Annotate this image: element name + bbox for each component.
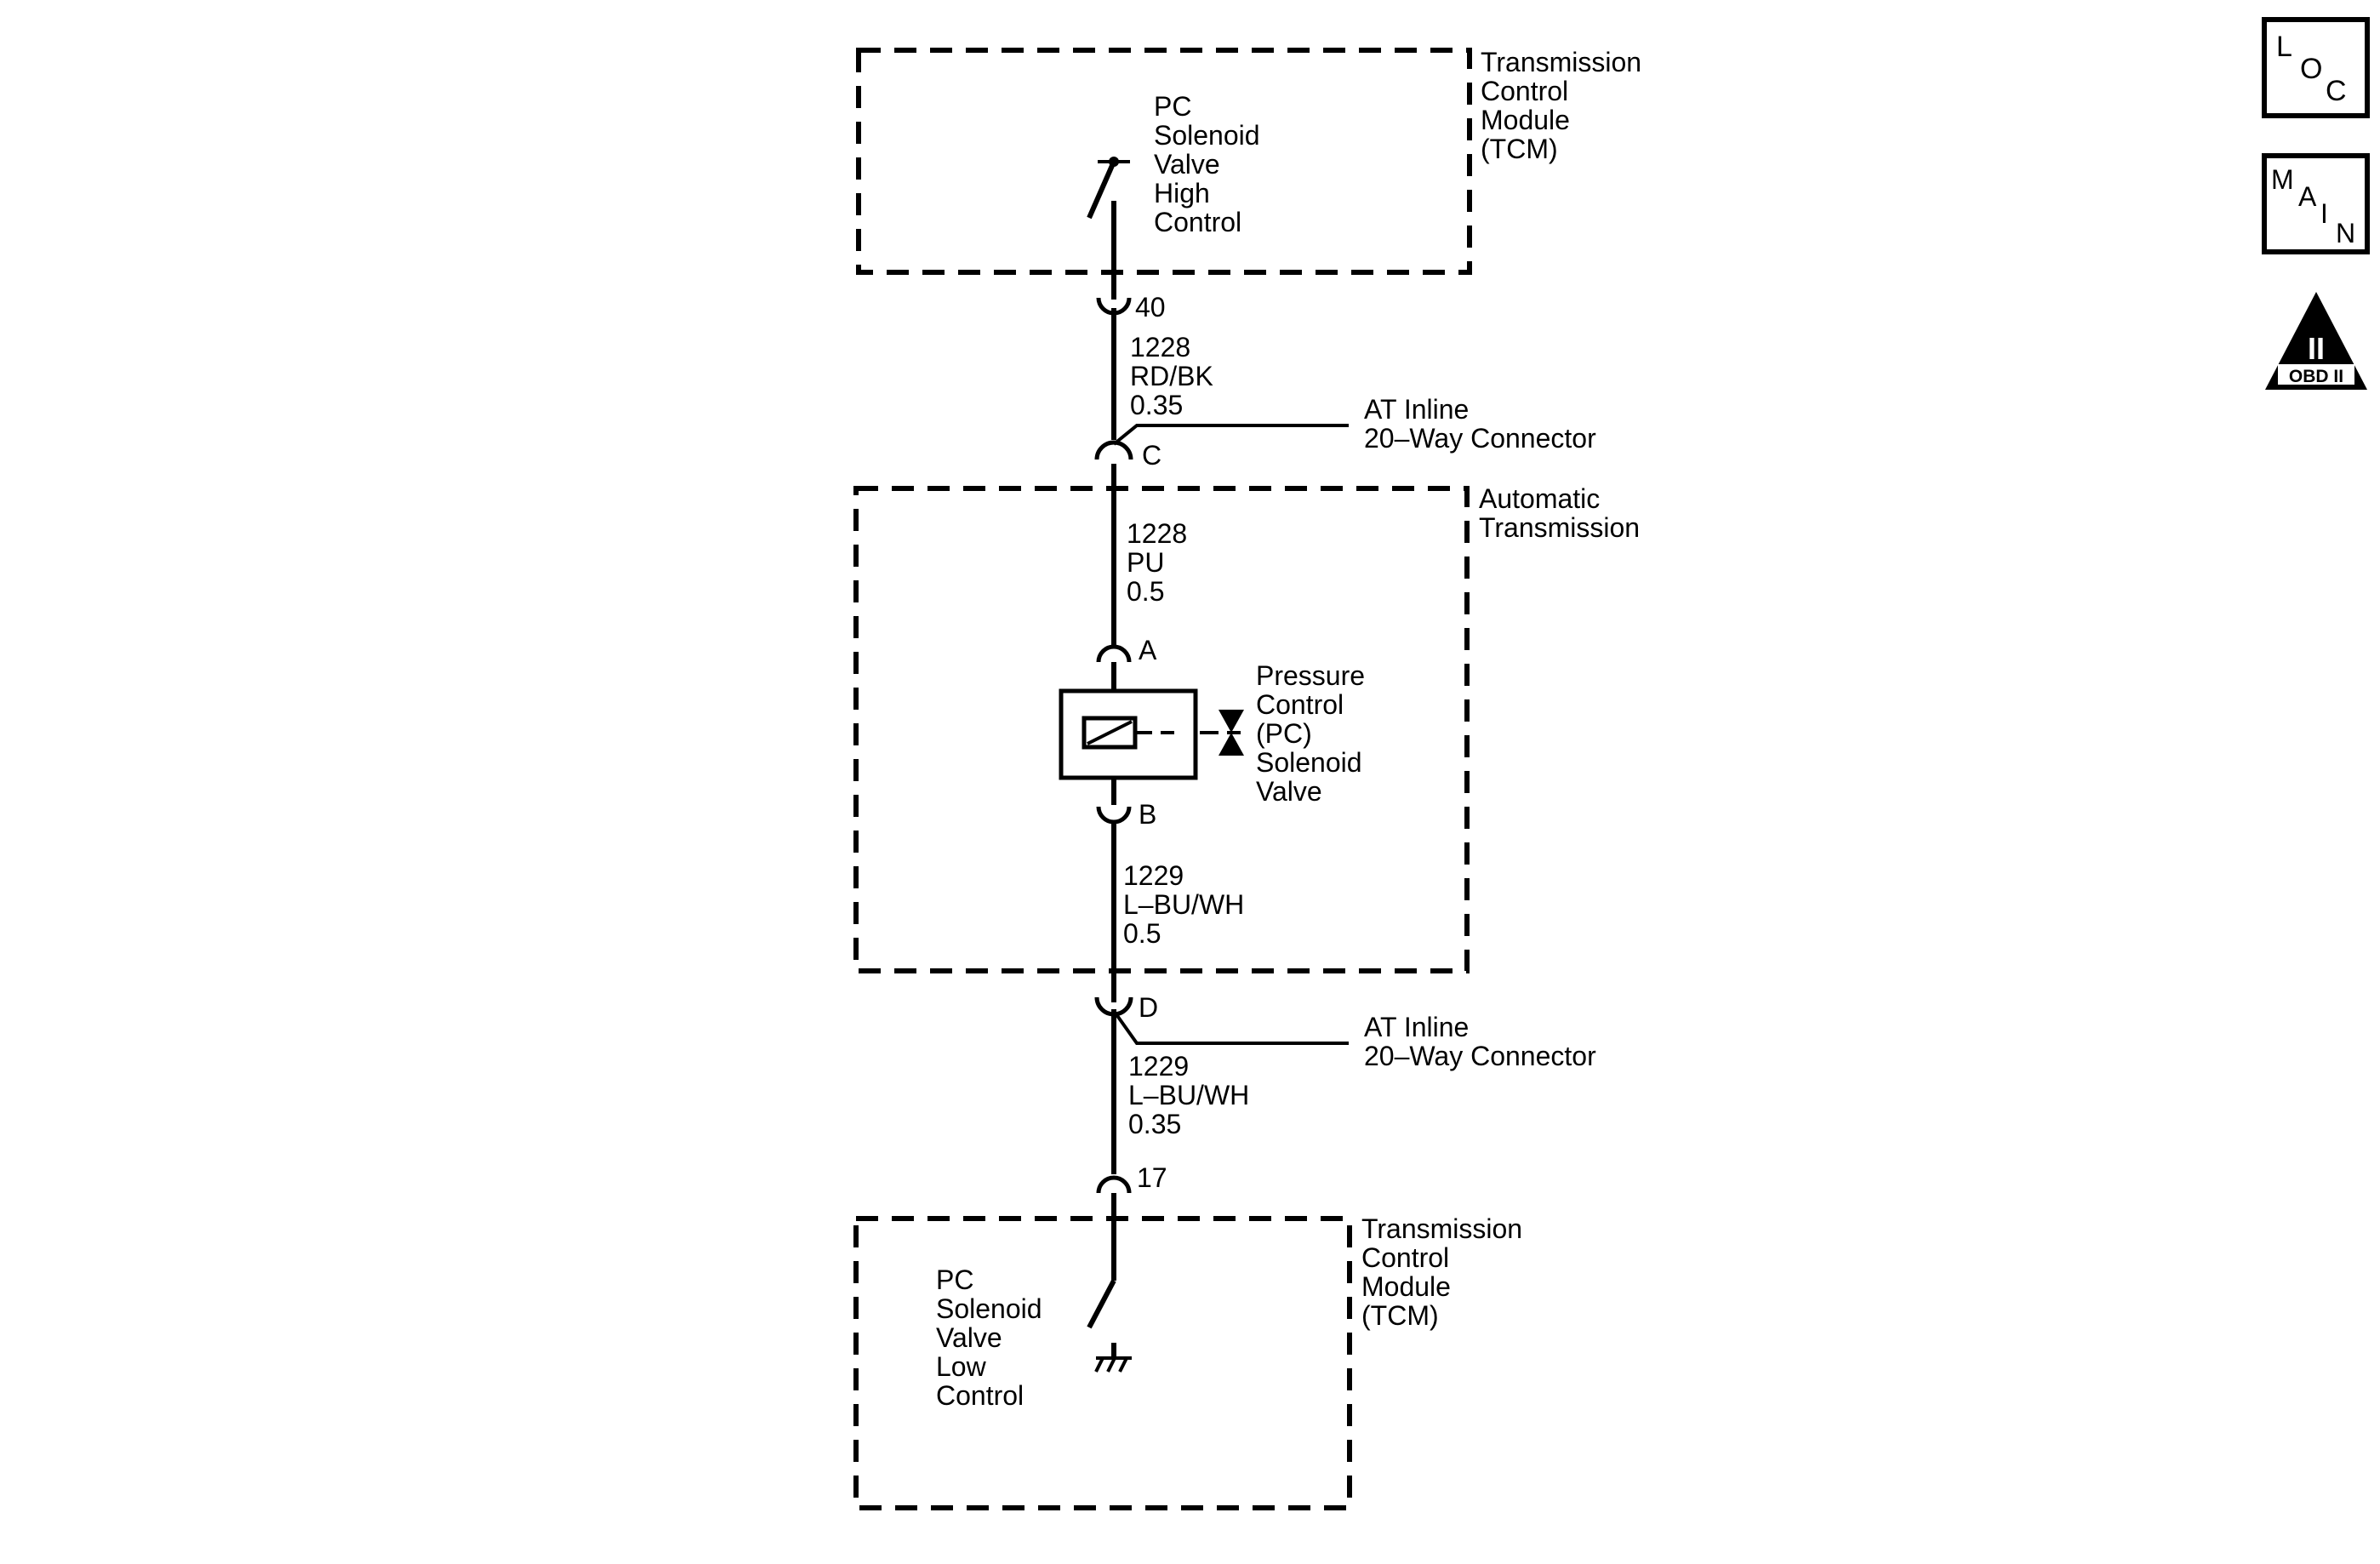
main-letter-4: N — [2336, 218, 2355, 248]
solenoid-pin-a-terminal — [1096, 644, 1132, 663]
inline-d-connector-label: AT Inline 20–Way Connector — [1364, 1012, 1596, 1071]
automatic-transmission-label: Automatic Transmission — [1479, 483, 1640, 543]
inline-c-leader — [1112, 424, 1349, 446]
pin-40-terminal — [1096, 297, 1132, 316]
tcm-top-label: Transmission Control Module (TCM) — [1481, 47, 1649, 164]
inline-c-terminal — [1094, 440, 1133, 460]
obd-label: OBD II — [2289, 367, 2343, 386]
pin-c-label: C — [1142, 440, 1161, 471]
pin-17-label: 17 — [1137, 1162, 1167, 1193]
valve-lower-triangle — [1219, 733, 1244, 756]
valve-upper-triangle — [1219, 710, 1244, 733]
wire-1229-05-label: 1229 L–BU/WH 0.5 — [1123, 860, 1252, 949]
pc-low-control-label: PC Solenoid Valve Low Control — [936, 1264, 1049, 1411]
main-letter-2: A — [2298, 181, 2317, 212]
pin-b-label: B — [1139, 799, 1156, 830]
main-letter-1: M — [2271, 164, 2294, 195]
ground-hatch-3 — [1118, 1357, 1128, 1373]
tcm-top-boundary — [856, 48, 1472, 275]
solenoid-coil-winding — [1087, 720, 1133, 745]
pin-17-terminal — [1096, 1175, 1132, 1194]
wire-1228-pu-label: 1228 PU 0.5 — [1127, 518, 1195, 607]
wire-1228-rdbk-label: 1228 RD/BK 0.35 — [1130, 332, 1221, 420]
inline-c-connector-label: AT Inline 20–Way Connector — [1364, 394, 1596, 454]
obd-label-band — [2278, 364, 2354, 385]
pin-a-label: A — [1139, 635, 1157, 665]
high-control-switch-blade — [1087, 160, 1116, 220]
main-icon-frame — [2262, 153, 2370, 254]
automatic-transmission-boundary — [853, 486, 1470, 973]
pin-40-label: 40 — [1135, 292, 1166, 323]
inline-d-terminal — [1094, 996, 1133, 1017]
tcm-bottom-label: Transmission Control Module (TCM) — [1361, 1213, 1530, 1331]
pc-solenoid-valve-label: Pressure Control (PC) Solenoid Valve — [1256, 660, 1373, 807]
solenoid-pin-b-terminal — [1096, 806, 1132, 825]
low-control-switch-blade — [1087, 1279, 1116, 1329]
ground-hatch-1 — [1094, 1357, 1104, 1373]
ground-hatch-2 — [1106, 1357, 1116, 1373]
pin-d-label: D — [1139, 992, 1158, 1023]
loc-letter-2: O — [2300, 53, 2322, 85]
obd-ii-icon[interactable]: II OBD II — [2265, 292, 2367, 390]
loc-letter-3: C — [2326, 75, 2347, 107]
location-icon[interactable]: L O C — [2262, 17, 2370, 118]
main-letter-3: I — [2320, 198, 2328, 229]
tcm-bottom-boundary — [853, 1216, 1352, 1510]
wire-1229-035-label: 1229 L–BU/WH 0.35 — [1128, 1051, 1257, 1139]
obd-symbol: II — [2308, 331, 2325, 366]
pc-high-control-label: PC Solenoid Valve High Control — [1154, 91, 1267, 237]
inline-d-leader — [1112, 1009, 1349, 1045]
loc-letter-1: L — [2276, 31, 2292, 63]
loc-icon-frame — [2262, 17, 2370, 118]
main-index-icon[interactable]: M A I N — [2262, 153, 2370, 254]
